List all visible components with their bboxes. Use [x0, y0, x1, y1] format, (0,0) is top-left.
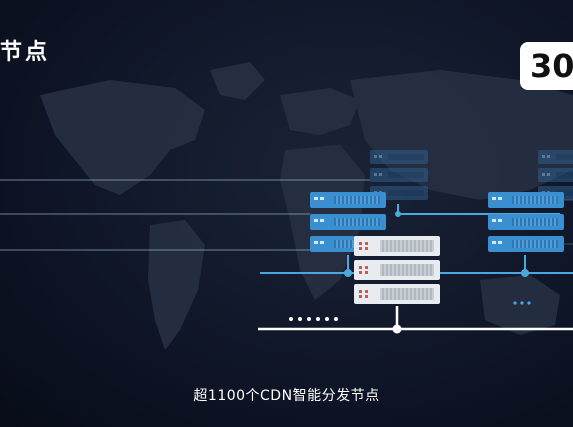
map-asia [350, 70, 573, 200]
white-network-bus [258, 306, 573, 331]
server-rack-blue-right [487, 191, 565, 253]
count-badge: 30 [520, 42, 573, 90]
network-node-dot [521, 269, 529, 277]
network-node-dot [395, 211, 401, 217]
page-heading: 节点 [0, 40, 51, 65]
network-node-dot [392, 324, 402, 334]
map-north-america [40, 80, 205, 195]
map-australia [480, 275, 560, 335]
subtitle-caption: 超1100个CDN智能分发节点 [193, 388, 380, 404]
map-greenland [210, 62, 265, 100]
map-europe [280, 88, 360, 135]
map-south-america [148, 220, 205, 350]
connection-lines [0, 179, 370, 251]
ellipsis-dots-blue [513, 301, 531, 305]
ellipsis-dots-white [289, 317, 338, 321]
server-rack-white-front [353, 235, 441, 305]
network-node-dot [344, 269, 352, 277]
